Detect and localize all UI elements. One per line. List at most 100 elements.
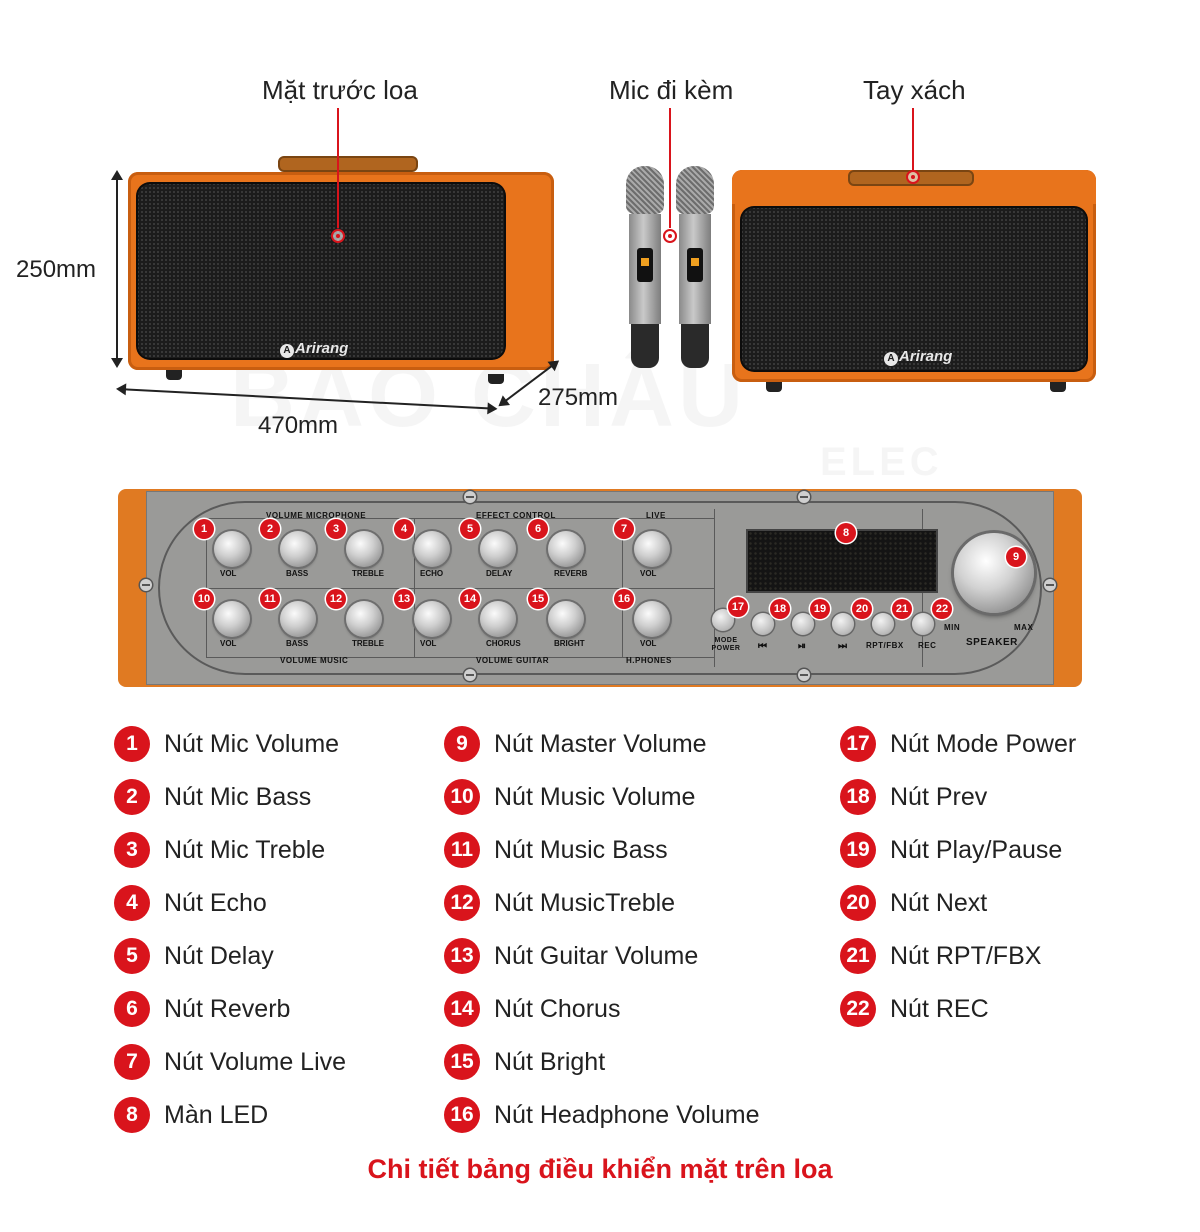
- callout-16: 16: [614, 589, 634, 609]
- legend-text: Nút REC: [890, 994, 989, 1023]
- next-button: [832, 613, 854, 635]
- legend-number-badge: 10: [444, 779, 480, 815]
- front-label: Mặt trước loa: [262, 75, 418, 105]
- mic-display-light: [641, 258, 649, 266]
- callout-10: 10: [194, 589, 214, 609]
- legend-number-badge: 4: [114, 885, 150, 921]
- legend-item: 12 Nút MusicTreble: [444, 883, 675, 923]
- mic-display-light: [691, 258, 699, 266]
- speaker-handle: [278, 156, 418, 172]
- logo-mark-icon: A: [884, 352, 898, 366]
- group-label-volume-guitar: VOLUME GUITAR: [476, 656, 550, 665]
- caption: Chi tiết bảng điều khiển mặt trên loa: [367, 1154, 833, 1184]
- group-label-volume-music: VOLUME MUSIC: [280, 656, 349, 665]
- speaker-foot: [766, 382, 782, 392]
- speaker-grille: [740, 206, 1088, 372]
- screw: [464, 491, 476, 503]
- legend-number-badge: 14: [444, 991, 480, 1027]
- height-dimension: 250mm: [16, 256, 97, 283]
- speaker-grille: [136, 182, 506, 360]
- callout-5: 5: [460, 519, 480, 539]
- legend-number-badge: 8: [114, 1097, 150, 1133]
- frame-line: [206, 588, 714, 589]
- prev-button: [752, 613, 774, 635]
- mode-power-label: MODE POWER: [711, 637, 741, 652]
- legend-number-badge: 12: [444, 885, 480, 921]
- legend-text: Nút Delay: [164, 941, 274, 970]
- mic-display: [637, 248, 653, 282]
- legend-number-badge: 21: [840, 938, 876, 974]
- speaker-foot: [1050, 382, 1066, 392]
- callout-6: 6: [528, 519, 548, 539]
- legend-number-badge: 15: [444, 1044, 480, 1080]
- bottom-knob: [214, 601, 250, 637]
- master-max-label: MAX: [1014, 623, 1034, 632]
- legend-text: Nút Mic Volume: [164, 729, 340, 758]
- callout-2: 2: [260, 519, 280, 539]
- callout-13: 13: [394, 589, 414, 609]
- callout-8: 8: [836, 523, 856, 543]
- legend-text: Nút Music Bass: [494, 835, 668, 864]
- callout-4: 4: [394, 519, 414, 539]
- legend-text: Nút MusicTreble: [494, 888, 676, 917]
- callout-1: 1: [194, 519, 214, 539]
- legend-number-badge: 13: [444, 938, 480, 974]
- legend-number-badge: 2: [114, 779, 150, 815]
- top-knob-label: VOL: [640, 569, 657, 578]
- master-volume-knob: [954, 533, 1034, 613]
- screw: [464, 669, 476, 681]
- frame-line: [206, 518, 714, 519]
- legend-text: Nút Headphone Volume: [494, 1100, 760, 1129]
- legend-item: 4 Nút Echo: [114, 883, 267, 923]
- microphone: [676, 166, 714, 368]
- bottom-knob-label: TREBLE: [352, 639, 384, 648]
- legend-item: 17 Nút Mode Power: [840, 724, 1076, 764]
- handle-pointer-dot: [906, 170, 920, 184]
- top-knob-label: ECHO: [420, 569, 444, 578]
- bottom-knob: [634, 601, 670, 637]
- callout-11: 11: [260, 589, 280, 609]
- top-knob-label: REVERB: [554, 569, 588, 578]
- mic-pointer-line: [669, 108, 671, 228]
- frame-line: [206, 518, 207, 658]
- legend-text: Nút Mode Power: [890, 729, 1077, 758]
- legend-number-badge: 3: [114, 832, 150, 868]
- legend-number-badge: 16: [444, 1097, 480, 1133]
- callout-20: 20: [852, 599, 872, 619]
- handle-pointer-line: [912, 108, 914, 170]
- control-plate: VOLUME MICROPHONE EFFECT CONTROL LIVE VO…: [140, 491, 1056, 685]
- mic-label: Mic đi kèm: [609, 75, 734, 105]
- top-knob-label: TREBLE: [352, 569, 384, 578]
- mic-grip: [681, 324, 709, 368]
- legend-text: Nút Echo: [164, 888, 267, 917]
- width-dimension: 470mm: [258, 412, 339, 439]
- bottom-knob-label: VOL: [420, 639, 437, 648]
- legend-text: Nút Reverb: [164, 994, 291, 1023]
- top-knob: [548, 531, 584, 567]
- brand-name: Arirang: [899, 348, 953, 365]
- top-knob-label: VOL: [220, 569, 237, 578]
- top-knob: [280, 531, 316, 567]
- frame-line: [714, 509, 715, 667]
- legend-text: Nút Guitar Volume: [494, 941, 699, 970]
- legend-item: 13 Nút Guitar Volume: [444, 936, 698, 976]
- front-pointer-dot: [331, 229, 345, 243]
- bottom-knob: [280, 601, 316, 637]
- screw: [798, 669, 810, 681]
- callout-3: 3: [326, 519, 346, 539]
- legend-number-badge: 17: [840, 726, 876, 762]
